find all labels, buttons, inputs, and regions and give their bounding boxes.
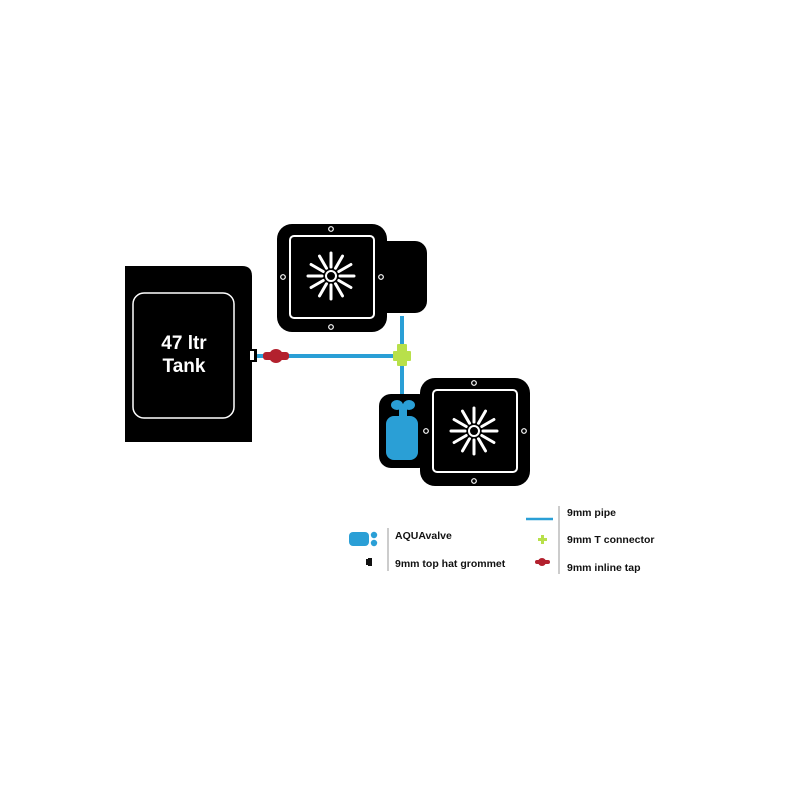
tank-label-line1: 47 ltr [161,333,207,354]
drain-spoke [477,437,487,453]
pot-top-hole-right [378,274,384,280]
aquavalve-icon-bump-bottom [370,539,378,547]
t-connector-vertical [397,344,407,366]
tank-label-line2: Tank [163,356,206,377]
legend-item-pipe: 9mm pipe [526,507,616,521]
legend-item-aquavalve: AQUAvalve [349,530,452,547]
aquavalve-icon [349,532,369,546]
pot-top [277,224,427,332]
drain-center-ring [325,270,337,282]
grommet-icon-cap [366,559,368,565]
drain-spoke [477,409,487,425]
legend-item-inline-tap: 9mm inline tap [535,558,641,574]
drain-spoke [309,263,325,273]
aquavalve-icon-bump-top [370,531,378,539]
pot-top-hole-top [328,226,334,232]
pot-top-inner-square [289,235,375,319]
pot-bottom-hole-top [471,380,477,386]
legend-label: 9mm inline tap [567,562,641,574]
inline-tap-icon [538,558,546,566]
drain-spoke [337,263,353,273]
t-connector-icon-v [541,535,544,544]
pot-top-lid [277,224,387,332]
legend-label: 9mm top hat grommet [395,558,506,570]
pot-top-hole-left [280,274,286,280]
pot-bottom-lid [420,378,530,486]
drain-flower-icon [449,406,499,456]
tank-inner-border [132,292,235,419]
top-hat-grommet [248,349,257,362]
drain-spoke [461,437,471,453]
legend: AQUAvalve 9mm top hat grommet 9mm pipe 9… [349,506,655,574]
drain-spoke [334,282,344,298]
legend-item-grommet: 9mm top hat grommet [366,558,506,570]
drain-spoke [480,434,496,444]
pot-bottom-hole-left [423,428,429,434]
drain-spoke [480,418,496,428]
pot-bottom [379,378,530,486]
aquavalve [386,400,418,460]
grommet-highlight [250,351,254,360]
legend-label: 9mm pipe [567,507,616,519]
pot-bottom-hole-bottom [471,478,477,484]
legend-item-t-connector: 9mm T connector [538,534,655,546]
legend-label: 9mm T connector [567,534,655,546]
drain-spoke [337,279,353,289]
legend-label: AQUAvalve [395,530,452,542]
inline-tap-icon [269,349,283,363]
pot-bottom-hole-right [521,428,527,434]
tank-body [125,266,252,442]
t-connector-icon [538,535,547,544]
drain-spoke [461,409,471,425]
drain-center-ring [468,425,480,437]
drain-spoke [318,254,328,270]
drain-spoke [452,418,468,428]
drain-spoke [318,282,328,298]
pot-bottom-inner-square [432,389,518,473]
grommet-icon [368,558,372,566]
aquavalve-icon [386,416,418,460]
tank: 47 ltr Tank [125,266,252,442]
aquavalve-neck [399,404,407,418]
drain-spoke [334,254,344,270]
drain-spoke [452,434,468,444]
drain-spoke [309,279,325,289]
inline-tap [263,349,289,363]
t-connector [393,344,411,366]
drain-flower-icon [306,251,356,301]
pot-top-hole-bottom [328,324,334,330]
